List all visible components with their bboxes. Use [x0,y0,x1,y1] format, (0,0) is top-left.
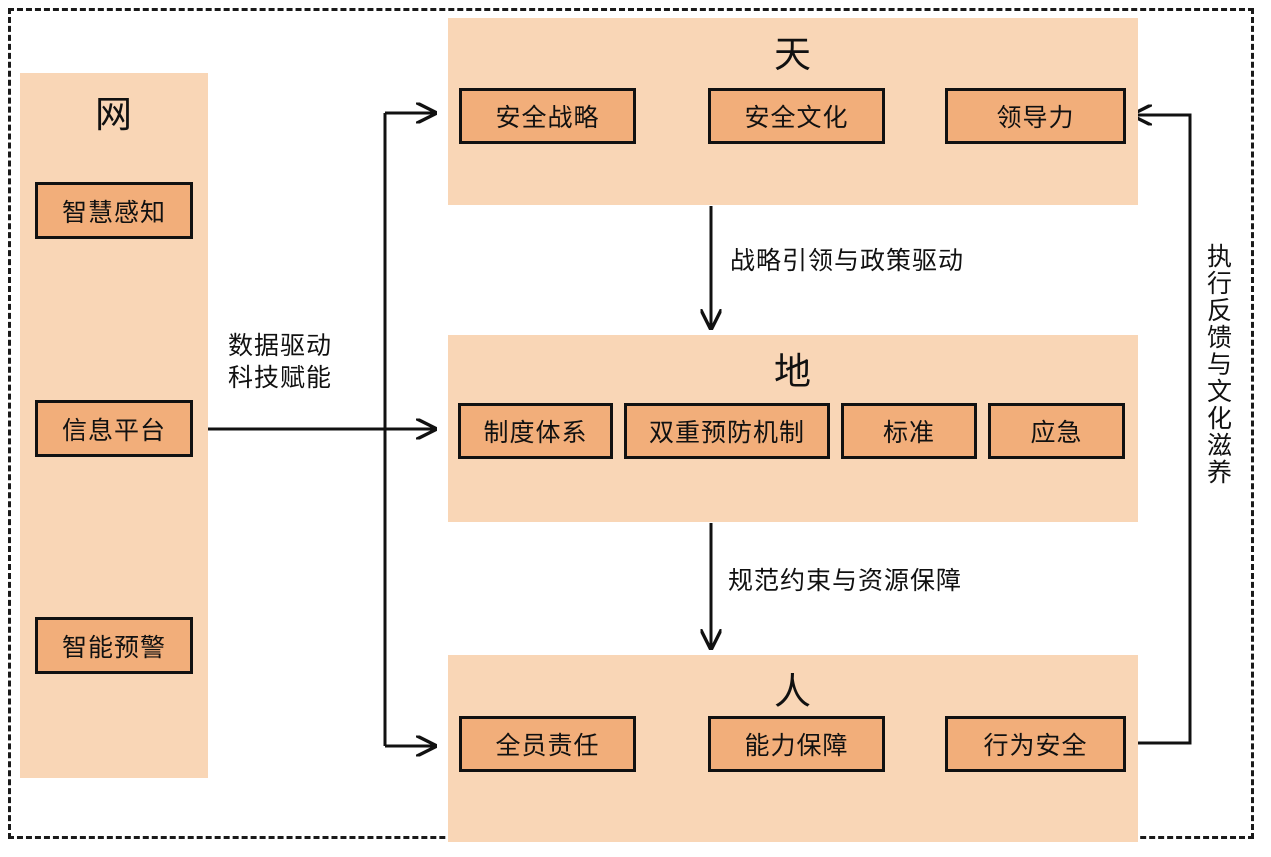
node-smart-sensing[interactable]: 智慧感知 [35,182,193,239]
node-leadership[interactable]: 领导力 [945,88,1126,144]
edge-label-norm-constraint: 规范约束与资源保障 [728,567,963,595]
panel-earth-title: 地 [774,351,812,392]
wire-network-trunk [208,113,435,746]
node-full-staff-responsibility[interactable]: 全员责任 [459,716,636,772]
node-intelligent-warning[interactable]: 智能预警 [35,617,193,674]
node-information-platform[interactable]: 信息平台 [35,400,193,457]
edge-label-strategy-leading: 战略引领与政策驱动 [730,247,965,275]
node-emergency[interactable]: 应急 [988,403,1125,459]
edge-label-execution-feedback: 执行反馈与文化滋养 [1203,243,1232,486]
node-standard[interactable]: 标准 [841,403,977,459]
edge-label-data-driven: 数据驱动 科技赋能 [228,332,333,392]
node-institutional-system[interactable]: 制度体系 [458,403,613,459]
panel-people-title: 人 [774,671,812,712]
panel-heaven-title: 天 [774,34,812,75]
node-dual-prevention-mechanism[interactable]: 双重预防机制 [624,403,830,459]
node-safety-strategy[interactable]: 安全战略 [459,88,636,144]
panel-network-title: 网 [95,94,133,135]
node-capability-assurance[interactable]: 能力保障 [708,716,885,772]
node-safety-culture[interactable]: 安全文化 [708,88,885,144]
node-behavioral-safety[interactable]: 行为安全 [945,716,1126,772]
